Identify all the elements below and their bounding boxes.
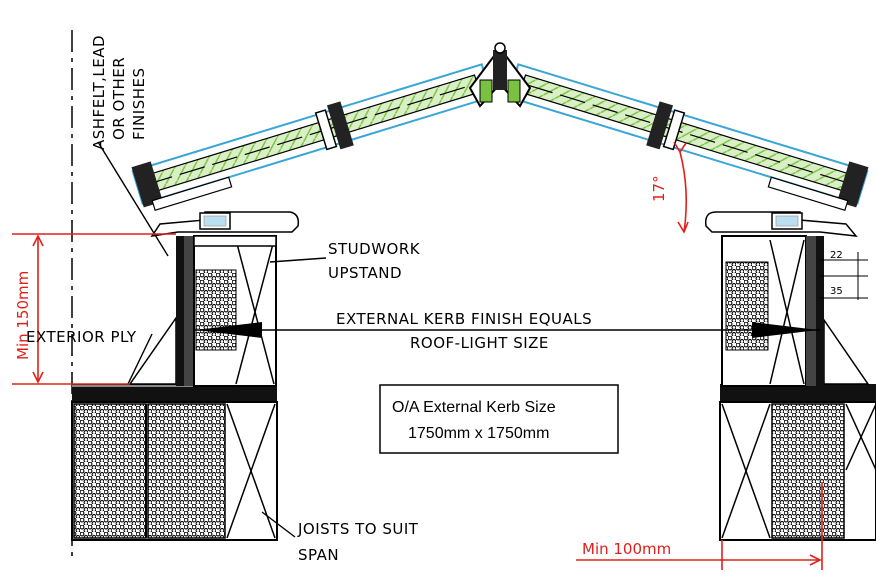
finishes-label: ASHFELT,LEAD OR OTHER FINISHES [90,35,148,150]
height-dimension [12,233,176,385]
min-width-label: Min 100mm [582,540,671,558]
finishes-line-3: FINISHES [130,68,148,141]
dim-35-label: 35 [830,286,843,297]
joists-line-2: SPAN [298,546,339,564]
width-dimension [576,482,823,570]
right-glazing-panel [507,63,869,211]
finishes-line-1: ASHFELT,LEAD [90,35,108,150]
min-height-label: Min 150mm [14,271,32,360]
overall-size-box: O/A External Kerb Size 1750mm x 1750mm [379,384,619,454]
angle-dimension [673,141,689,234]
left-roof-deck [71,384,278,541]
left-kerb-upstand [128,211,300,387]
leader-lines [97,141,820,538]
overall-size-value: 1750mm x 1750mm [408,425,549,442]
angle-label: 17° [650,175,668,202]
studwork-line-1: STUDWORK [328,240,421,258]
right-roof-deck [719,384,876,541]
exterior-ply-label: EXTERIOR PLY [26,328,137,346]
kerb-finish-arrows [196,322,818,338]
ridge-cap [468,42,532,108]
studwork-line-2: UPSTAND [328,264,402,282]
overall-size-title: O/A External Kerb Size [392,399,556,416]
finishes-line-2: OR OTHER [110,57,128,140]
joists-line-1: JOISTS TO SUIT [297,520,419,538]
right-kerb-upstand [704,211,870,387]
kerb-finish-line-1: EXTERNAL KERB FINISH EQUALS [336,310,592,328]
small-dimensions [820,252,868,300]
kerb-finish-line-2: ROOF-LIGHT SIZE [410,334,549,352]
dim-22-label: 22 [830,250,843,261]
left-glazing-panel [131,63,493,211]
